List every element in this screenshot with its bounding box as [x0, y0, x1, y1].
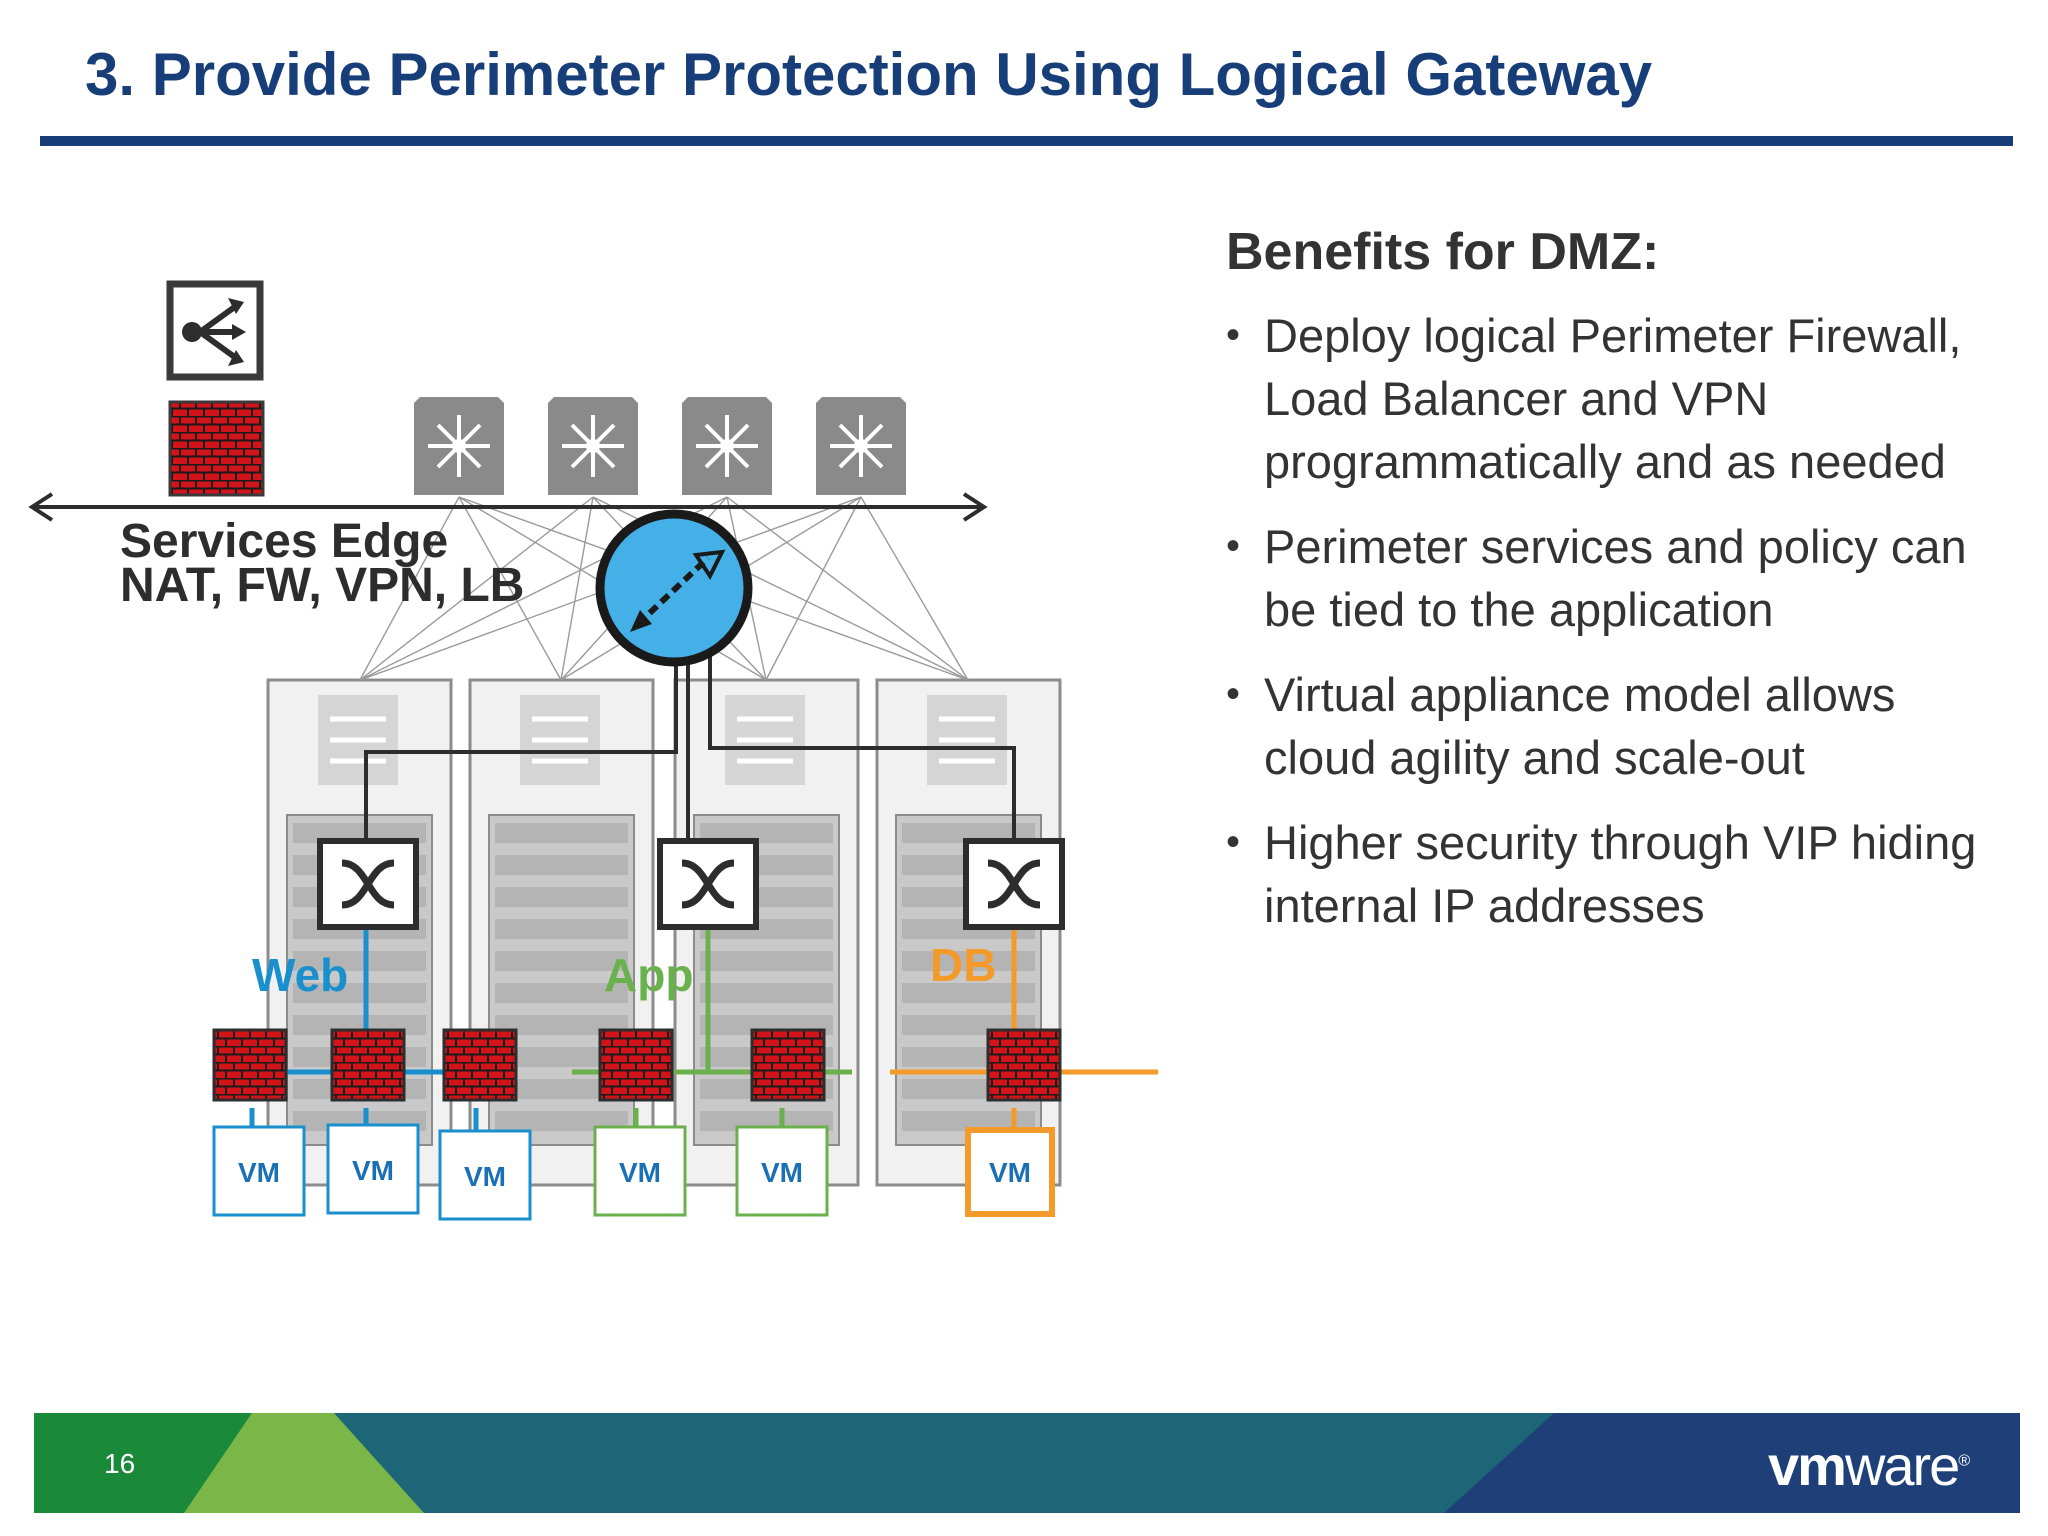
bullet-icon: •	[1226, 524, 1241, 568]
logo-mark: ®	[1958, 1452, 1970, 1470]
benefit-item: • Higher security through VIP hiding inte…	[1226, 811, 2016, 937]
firewall-icon	[442, 1028, 518, 1102]
benefit-text: Perimeter services and policy can be tie…	[1264, 520, 1967, 636]
firewall-icon	[598, 1028, 674, 1102]
vm-web-1: VM	[212, 1125, 306, 1217]
distributed-router-icon	[595, 509, 753, 667]
benefit-item: • Deploy logical Perimeter Firewall, Load…	[1226, 304, 2016, 493]
router-icon	[412, 395, 506, 497]
bullet-icon: •	[1226, 313, 1241, 357]
router-icon	[814, 395, 908, 497]
firewall-icon	[212, 1028, 288, 1102]
footer-band	[34, 1413, 2020, 1513]
firewall-icon	[168, 400, 265, 497]
vm-icon: VM	[619, 1157, 661, 1188]
benefits-panel: Benefits for DMZ: • Deploy logical Perime…	[1226, 222, 2016, 959]
router-icon	[680, 395, 774, 497]
tier-label-db: DB	[930, 939, 996, 991]
vm-icon: VM	[238, 1157, 280, 1188]
vm-web-3: VM	[438, 1129, 532, 1221]
logo-bold: vm	[1768, 1434, 1847, 1497]
benefit-item: • Virtual appliance model allows cloud ag…	[1226, 663, 2016, 789]
vm-icon: VM	[352, 1155, 394, 1186]
vm-icon: VM	[761, 1157, 803, 1188]
tier-links	[364, 640, 1016, 841]
vm-db-1: VM	[965, 1127, 1055, 1217]
host-rack-app	[673, 678, 860, 1187]
benefits-heading: Benefits for DMZ:	[1226, 223, 1660, 281]
title-underline	[40, 136, 2013, 146]
logical-switch-icon	[660, 841, 756, 927]
router-icon	[546, 395, 640, 497]
tier-label-web: Web	[252, 949, 348, 1001]
network-diagram: Services Edge NAT, FW, VPN, LB Web App D…	[28, 280, 1158, 1221]
vm-icon: VM	[989, 1157, 1031, 1188]
vm-app-1: VM	[593, 1125, 687, 1217]
slide-title: 3. Provide Perimeter Protection Using Lo…	[85, 41, 1653, 108]
host-rack-2	[468, 678, 655, 1187]
logical-switch-icon	[320, 841, 416, 927]
host-rack-web	[266, 678, 453, 1187]
vm-icon: VM	[464, 1161, 506, 1192]
benefit-item: • Perimeter services and policy can be ti…	[1226, 515, 2016, 641]
services-edge-label: Services Edge	[120, 515, 448, 568]
benefits-list: • Deploy logical Perimeter Firewall, Load…	[1226, 304, 2016, 937]
host-rack-db	[875, 678, 1062, 1187]
benefit-text: Virtual appliance model allows cloud agi…	[1264, 668, 1896, 784]
firewall-icon	[986, 1028, 1062, 1102]
vm-app-2: VM	[735, 1125, 829, 1217]
vmware-logo: vmware®	[1768, 1433, 1970, 1498]
edge-gateway-icon	[166, 280, 264, 381]
firewall-icon	[750, 1028, 826, 1102]
logo-light: ware	[1844, 1434, 1960, 1497]
benefit-text: Deploy logical Perimeter Firewall, Load …	[1264, 309, 1962, 488]
bullet-icon: •	[1226, 820, 1241, 864]
bullet-icon: •	[1226, 672, 1241, 716]
tier-label-app: App	[604, 949, 693, 1001]
benefit-text: Higher security through VIP hiding inter…	[1264, 816, 1977, 932]
firewall-icon	[330, 1028, 406, 1102]
logical-switch-icon	[966, 841, 1062, 927]
page-number: 16	[104, 1448, 136, 1479]
services-edge-features: NAT, FW, VPN, LB	[120, 559, 524, 612]
vm-web-2: VM	[326, 1123, 420, 1215]
external-network-line	[28, 492, 988, 522]
